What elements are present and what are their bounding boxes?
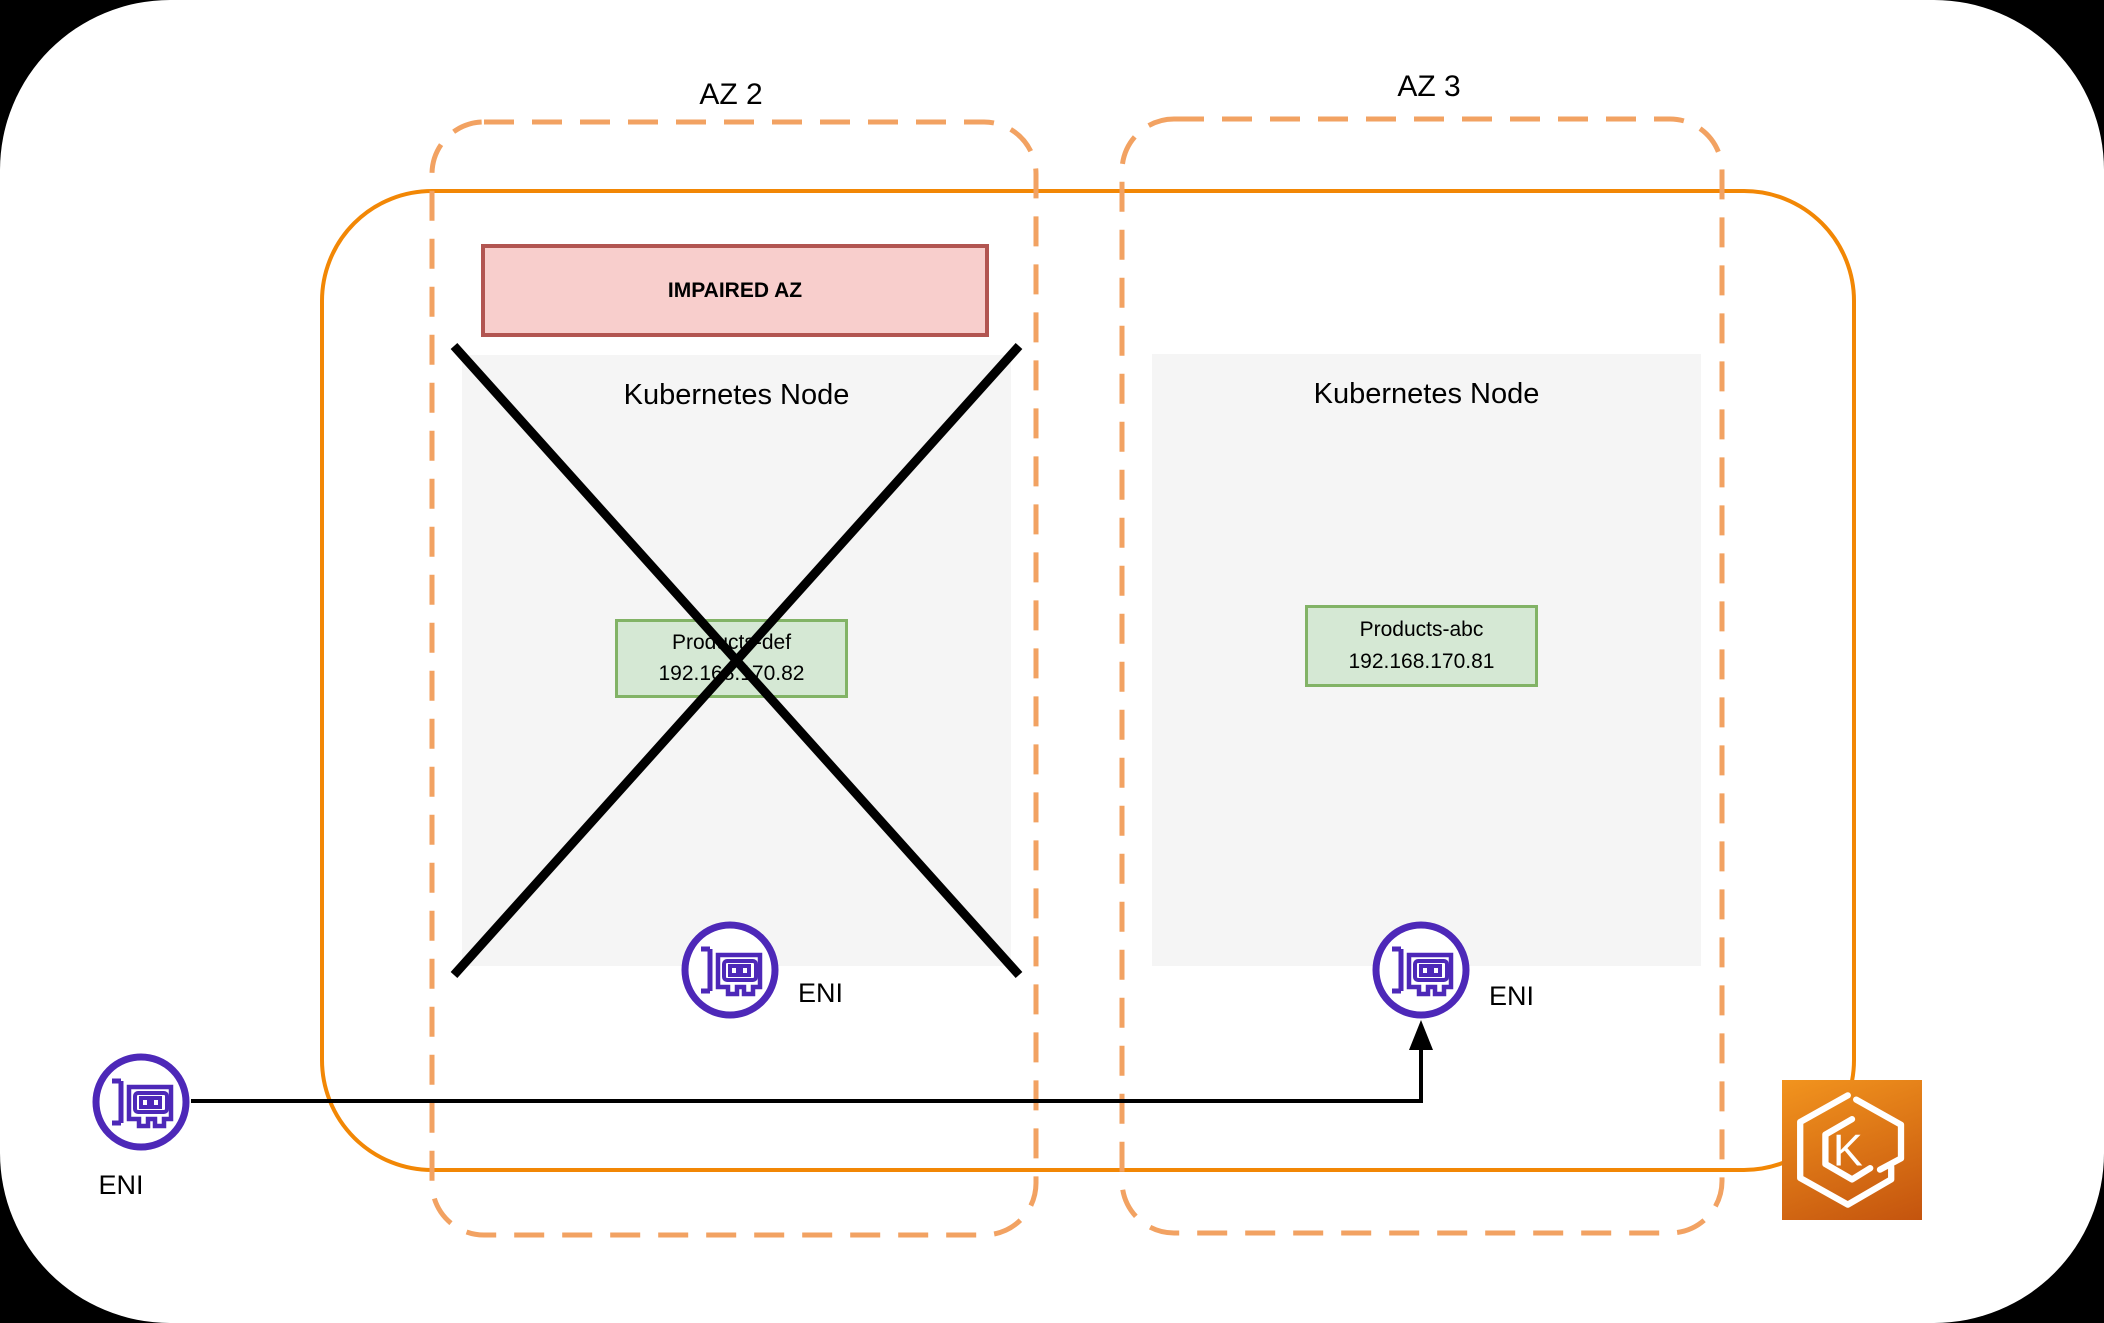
eks-box-flap [1853, 1096, 1905, 1173]
eni-icon-external [91, 1052, 191, 1152]
az3-label: AZ 3 [1397, 70, 1461, 103]
eks-icon: K [1782, 1080, 1922, 1220]
impaired-az-banner: IMPAIRED AZ [481, 244, 989, 337]
az2-label: AZ 2 [699, 78, 763, 111]
pod-ip: 192.168.170.81 [1348, 649, 1495, 673]
eni-label-external: ENI [98, 1170, 144, 1200]
eni-icon-az2 [680, 920, 780, 1020]
pod-box-products-def: Products-def 192.168.170.82 [615, 619, 848, 698]
pod-name: Products-abc [1359, 618, 1484, 642]
node-title-az3: Kubernetes Node [1313, 378, 1540, 410]
pod-box-products-abc: Products-abc 192.168.170.81 [1305, 605, 1538, 687]
eks-inner-arc [1822, 1116, 1874, 1183]
eni-icon-az3 [1371, 920, 1471, 1020]
pod-ip: 192.168.170.82 [658, 662, 805, 685]
node-title-az2: Kubernetes Node [623, 379, 850, 411]
eni-label-az3: ENI [1489, 981, 1535, 1011]
eks-box-outline [1797, 1092, 1895, 1208]
pod-name: Products-def [671, 630, 792, 654]
eks-k-letter: K [1833, 1125, 1863, 1175]
eni-label-az2: ENI [798, 978, 844, 1008]
